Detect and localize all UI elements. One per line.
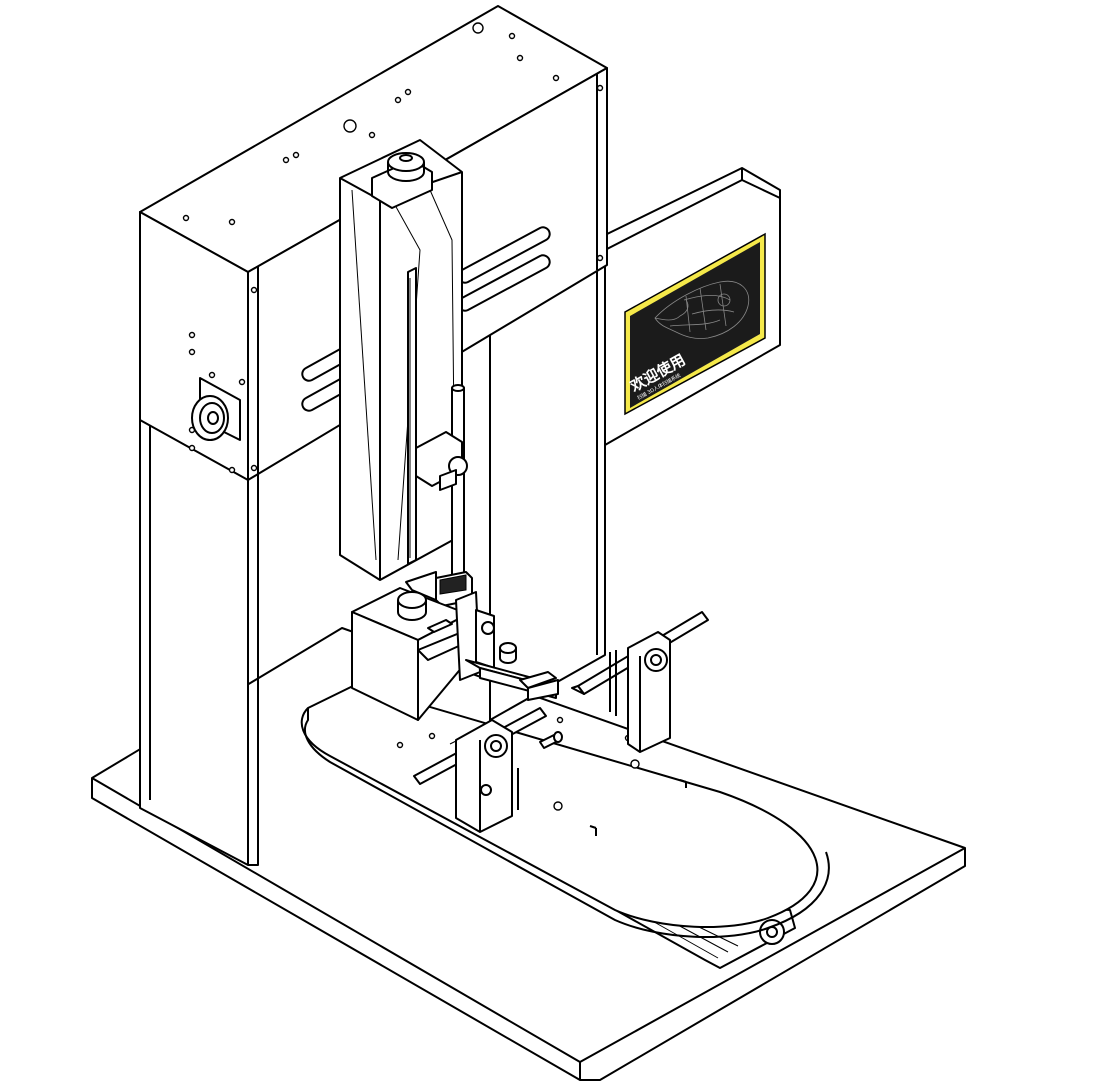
vertical-rod	[415, 384, 468, 591]
turntable-platform	[300, 684, 830, 969]
vertical-scan-arm	[339, 139, 463, 581]
left-clamp	[413, 707, 547, 833]
locating-peg	[539, 731, 563, 749]
skull-scan-graphic	[654, 280, 750, 339]
right-clamp	[571, 611, 709, 753]
center-bracket	[455, 591, 559, 701]
side-adjust-knob	[191, 377, 241, 441]
display-unit: 欢迎使用 扫描 3D人体扫描系统	[604, 167, 781, 446]
